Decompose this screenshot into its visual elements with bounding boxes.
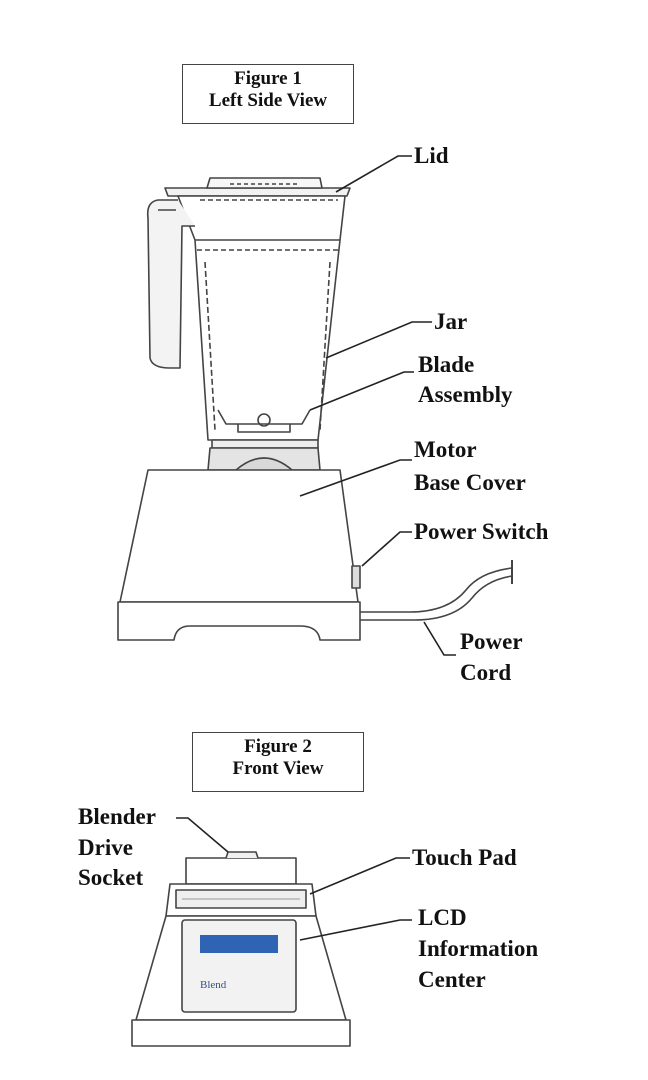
lid-label: Lid xyxy=(414,143,449,168)
figure2-title-line1: Figure 2 xyxy=(244,736,312,757)
jar-label: Jar xyxy=(434,309,468,334)
touch-pad-label: Touch Pad xyxy=(412,845,517,870)
jar-base-coupling xyxy=(207,447,321,471)
socket-label-line2: Drive xyxy=(78,835,133,860)
touch-pad-shape xyxy=(165,883,317,917)
socket-leader xyxy=(176,817,229,853)
motor-base-shape xyxy=(117,469,361,641)
motor-label-line2: Base Cover xyxy=(414,470,526,495)
power-switch-label: Power Switch xyxy=(414,519,549,544)
socket-label-line1: Blender xyxy=(78,804,156,829)
figure2-title-box: Figure 2 Front View xyxy=(192,732,364,792)
power-switch-shape xyxy=(351,565,361,589)
jar-shape xyxy=(146,195,346,441)
lcd-leader xyxy=(299,919,412,941)
power-switch-leader xyxy=(361,531,412,567)
power-cord-leader xyxy=(423,621,456,656)
lcd-label-line2: Information xyxy=(418,936,539,961)
jar-leader xyxy=(325,321,432,359)
lcd-panel-shape xyxy=(181,919,297,1013)
power-cord-label-line2: Cord xyxy=(460,660,512,685)
figure1-title-box: Figure 1 Left Side View xyxy=(182,64,354,124)
figure1-title-line1: Figure 1 xyxy=(234,68,302,89)
lcd-label-line1: LCD xyxy=(418,905,467,930)
lid-leader xyxy=(335,155,412,193)
blade-label-line1: Blade xyxy=(418,352,475,377)
drive-socket-shape xyxy=(185,851,297,885)
brand-logo: Blend xyxy=(200,979,227,991)
blade-leader xyxy=(309,371,414,411)
lid-shape xyxy=(164,177,351,197)
blender-front-view-drawing: Blend xyxy=(131,817,412,1047)
socket-label-line3: Socket xyxy=(78,865,144,890)
lcd-screen xyxy=(200,935,278,953)
figure2-title-line2: Front View xyxy=(232,758,324,779)
figure1-title-line2: Left Side View xyxy=(208,90,328,111)
blender-side-view-drawing xyxy=(117,155,513,656)
power-cord-label-line1: Power xyxy=(460,629,523,654)
motor-leader xyxy=(299,459,412,497)
touch-pad-leader xyxy=(309,857,410,895)
power-cord-shape xyxy=(360,560,513,621)
blade-label-line2: Assembly xyxy=(418,382,513,407)
lcd-label-line3: Center xyxy=(418,967,486,992)
motor-label-line1: Motor xyxy=(414,437,477,462)
